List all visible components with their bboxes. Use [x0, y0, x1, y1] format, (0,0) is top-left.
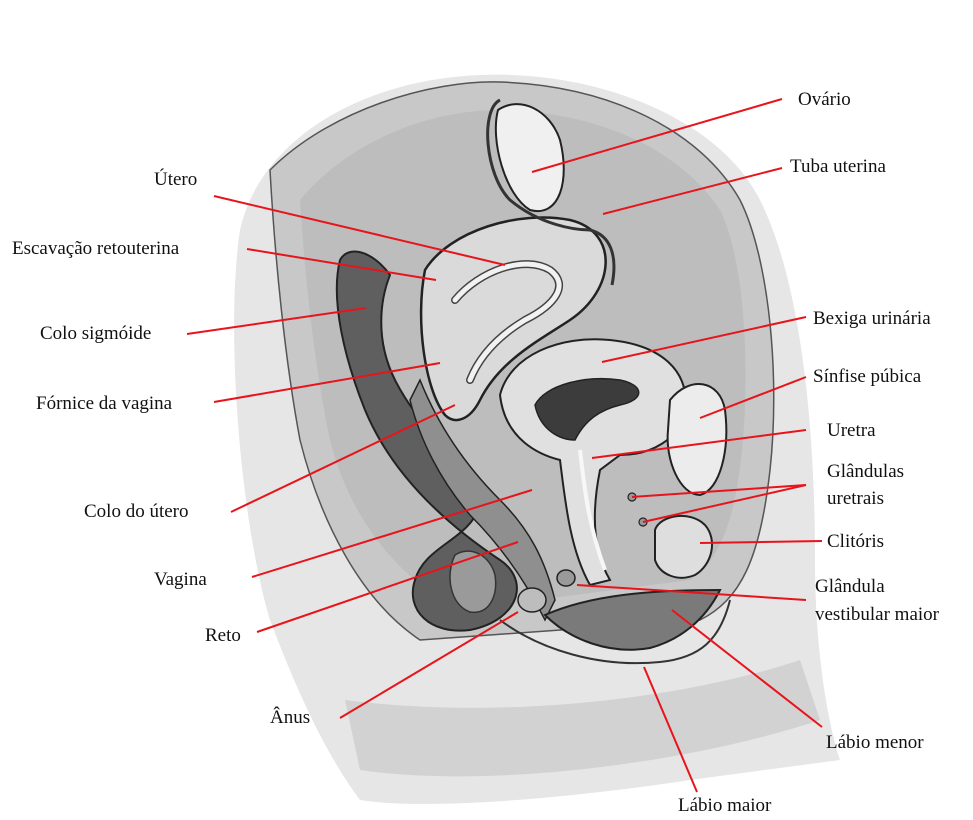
label-colo-do-utero: Colo do útero	[84, 500, 189, 524]
label-reto: Reto	[205, 624, 241, 648]
label-glandulas-uretrais-1: Glândulas	[827, 460, 904, 484]
label-vagina: Vagina	[154, 568, 207, 592]
label-uretra: Uretra	[827, 419, 876, 443]
label-anus: Ânus	[270, 706, 310, 730]
label-sinfise-pubica: Sínfise púbica	[813, 365, 921, 389]
label-labio-menor: Lábio menor	[826, 731, 924, 755]
label-labio-maior: Lábio maior	[678, 794, 771, 818]
label-glandula-vestibular-2: vestibular maior	[815, 603, 939, 627]
label-escavacao-retouterina: Escavação retouterina	[12, 237, 179, 261]
label-glandulas-uretrais-2: uretrais	[827, 487, 884, 511]
label-clitoris: Clitóris	[827, 530, 884, 554]
label-colo-sigmoide: Colo sigmóide	[40, 322, 151, 346]
label-utero: Útero	[154, 168, 197, 192]
label-fornice-da-vagina: Fórnice da vagina	[36, 392, 172, 416]
label-tuba-uterina: Tuba uterina	[790, 155, 886, 179]
label-bexiga-urinaria: Bexiga urinária	[813, 307, 931, 331]
label-ovario: Ovário	[798, 88, 851, 112]
label-glandula-vestibular-1: Glândula	[815, 575, 885, 599]
